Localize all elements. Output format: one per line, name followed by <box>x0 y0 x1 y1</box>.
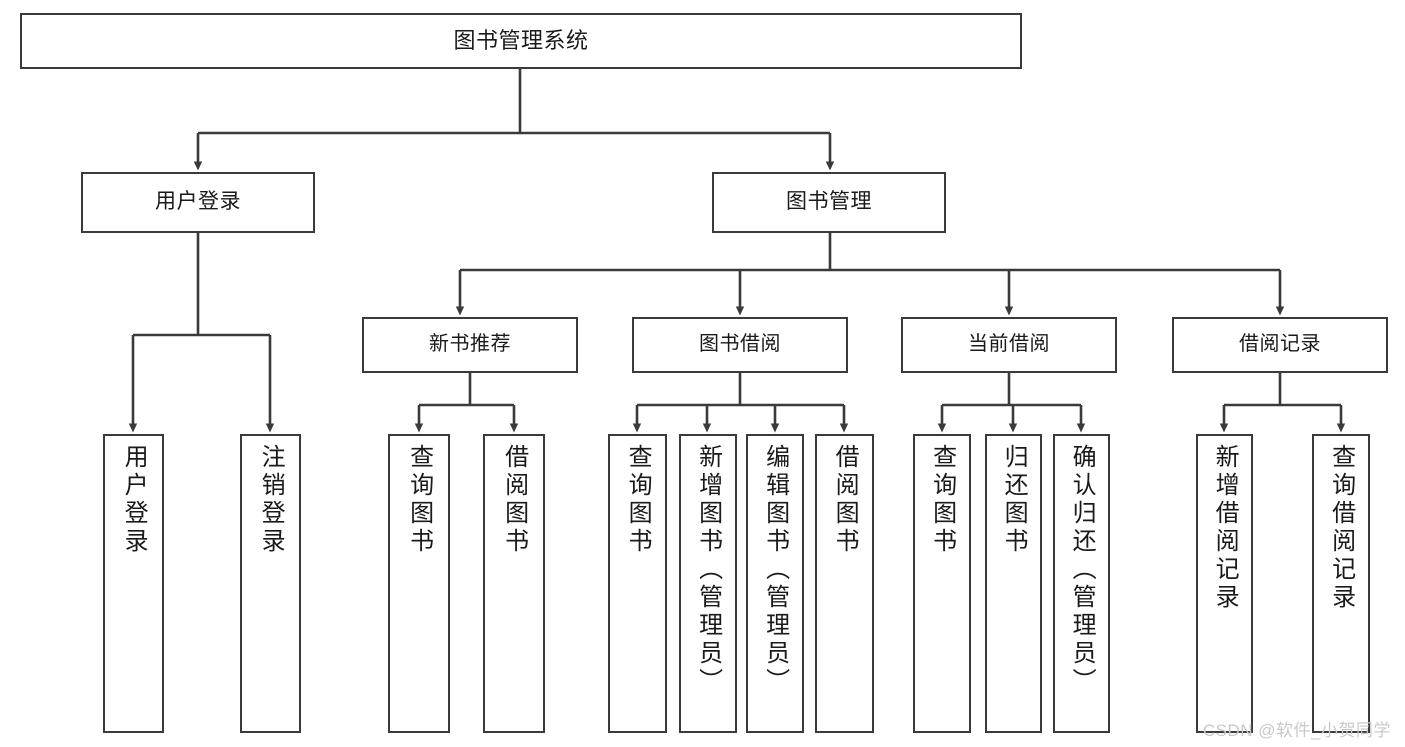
leaf-records-add-record[interactable]: 新增借阅记录 <box>1196 434 1253 733</box>
node-user-login[interactable]: 用户登录 <box>81 172 315 233</box>
leaf-user-login-signin[interactable]: 用户登录 <box>103 434 164 733</box>
leaf-current-return-book[interactable]: 归还图书 <box>985 434 1042 733</box>
node-book-borrow-label: 图书借阅 <box>699 333 781 356</box>
leaf-borrow-add-book-admin-label: 新增图书（管理员） <box>694 444 722 696</box>
node-new-book-recommend-label: 新书推荐 <box>429 333 511 356</box>
node-current-borrow-label: 当前借阅 <box>968 333 1050 356</box>
leaf-borrow-add-book-admin[interactable]: 新增图书（管理员） <box>679 434 737 733</box>
node-borrow-records-label: 借阅记录 <box>1239 333 1321 356</box>
leaf-current-query-book-label: 查询图书 <box>928 444 956 556</box>
leaf-records-query-record-label: 查询借阅记录 <box>1327 444 1355 612</box>
node-borrow-records[interactable]: 借阅记录 <box>1172 317 1388 373</box>
node-user-login-label: 用户登录 <box>155 190 241 214</box>
csdn-watermark: CSDN @软件_小贺同学 <box>1202 721 1391 740</box>
leaf-borrow-query-book-label: 查询图书 <box>624 444 652 556</box>
leaf-recommend-borrow-book[interactable]: 借阅图书 <box>483 434 545 733</box>
leaf-borrow-borrow-book[interactable]: 借阅图书 <box>815 434 874 733</box>
node-current-borrow[interactable]: 当前借阅 <box>901 317 1117 373</box>
node-root[interactable]: 图书管理系统 <box>20 13 1022 69</box>
leaf-records-add-record-label: 新增借阅记录 <box>1211 444 1239 612</box>
leaf-borrow-borrow-book-label: 借阅图书 <box>831 444 859 556</box>
leaf-user-login-signout[interactable]: 注销登录 <box>240 434 301 733</box>
leaf-current-query-book[interactable]: 查询图书 <box>913 434 971 733</box>
leaf-recommend-query-book-label: 查询图书 <box>405 444 433 556</box>
leaf-records-query-record[interactable]: 查询借阅记录 <box>1312 434 1370 733</box>
leaf-borrow-edit-book-admin[interactable]: 编辑图书（管理员） <box>746 434 804 733</box>
leaf-user-login-signin-label: 用户登录 <box>120 444 148 556</box>
node-book-management[interactable]: 图书管理 <box>712 172 946 233</box>
leaf-recommend-borrow-book-label: 借阅图书 <box>500 444 528 556</box>
node-root-label: 图书管理系统 <box>453 28 589 54</box>
leaf-current-confirm-return-admin[interactable]: 确认归还（管理员） <box>1053 434 1110 733</box>
leaf-current-confirm-return-admin-label: 确认归还（管理员） <box>1068 444 1096 696</box>
leaf-current-return-book-label: 归还图书 <box>1000 444 1028 556</box>
node-book-borrow[interactable]: 图书借阅 <box>632 317 848 373</box>
node-new-book-recommend[interactable]: 新书推荐 <box>362 317 578 373</box>
leaf-user-login-signout-label: 注销登录 <box>257 444 285 556</box>
leaf-borrow-edit-book-admin-label: 编辑图书（管理员） <box>761 444 789 696</box>
leaf-recommend-query-book[interactable]: 查询图书 <box>388 434 450 733</box>
node-book-management-label: 图书管理 <box>786 190 872 214</box>
leaf-borrow-query-book[interactable]: 查询图书 <box>608 434 667 733</box>
